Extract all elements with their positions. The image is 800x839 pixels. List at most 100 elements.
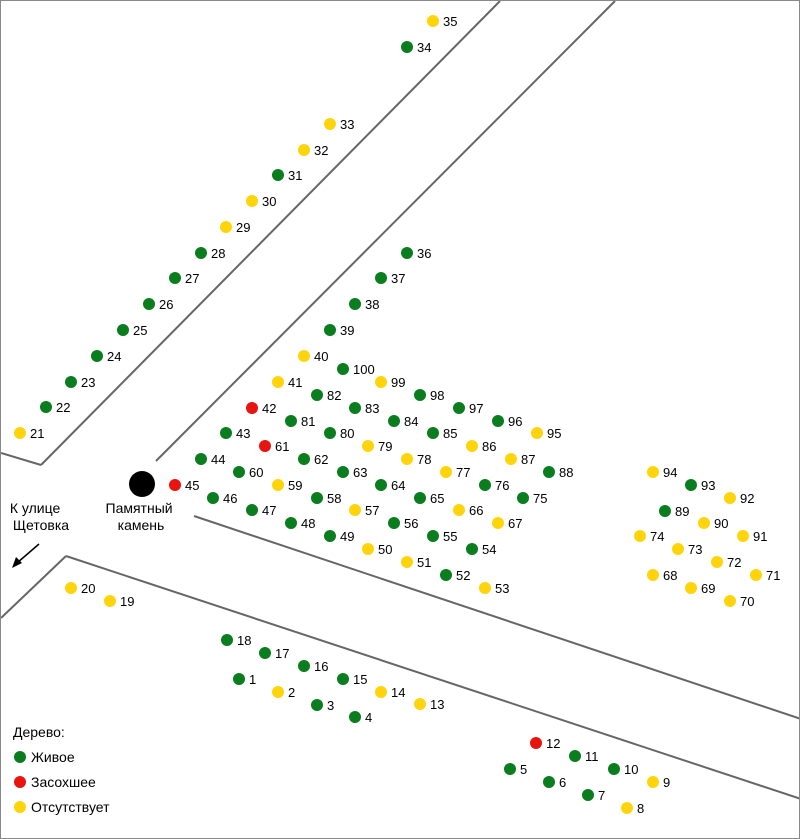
tree-marker-alive[interactable] [388,415,400,427]
tree-marker-alive[interactable] [246,504,258,516]
tree-marker-alive[interactable] [285,517,297,529]
tree-marker-missing[interactable] [401,453,413,465]
tree-marker-alive[interactable] [324,427,336,439]
tree-marker-alive[interactable] [504,763,516,775]
tree-marker-alive[interactable] [349,711,361,723]
tree-marker-alive[interactable] [272,169,284,181]
tree-marker-alive[interactable] [195,453,207,465]
tree-marker-alive[interactable] [233,466,245,478]
tree-marker-alive[interactable] [543,776,555,788]
tree-marker-alive[interactable] [582,789,594,801]
tree-marker-missing[interactable] [479,582,491,594]
tree-marker-dead[interactable] [530,737,542,749]
tree-marker-alive[interactable] [388,517,400,529]
tree-marker-missing[interactable] [104,595,116,607]
tree-marker-missing[interactable] [220,221,232,233]
tree-marker-alive[interactable] [207,492,219,504]
tree-marker-alive[interactable] [479,479,491,491]
memorial-stone-marker[interactable] [129,471,155,497]
tree-marker-missing[interactable] [724,595,736,607]
tree-marker-alive[interactable] [324,530,336,542]
tree-marker-alive[interactable] [91,350,103,362]
tree-marker-missing[interactable] [634,530,646,542]
tree-marker-alive[interactable] [466,543,478,555]
tree-marker-missing[interactable] [440,466,452,478]
tree-marker-missing[interactable] [647,776,659,788]
tree-marker-missing[interactable] [14,427,26,439]
tree-marker-missing[interactable] [298,144,310,156]
tree-marker-missing[interactable] [298,350,310,362]
tree-marker-missing[interactable] [246,195,258,207]
tree-marker-alive[interactable] [221,634,233,646]
tree-marker-alive[interactable] [259,647,271,659]
tree-marker-alive[interactable] [40,401,52,413]
tree-marker-alive[interactable] [143,298,155,310]
tree-marker-missing[interactable] [362,543,374,555]
tree-marker-alive[interactable] [440,569,452,581]
tree-marker-alive[interactable] [569,750,581,762]
tree-marker-missing[interactable] [647,466,659,478]
tree-marker-alive[interactable] [543,466,555,478]
tree-marker-alive[interactable] [401,247,413,259]
tree-marker-dead[interactable] [259,440,271,452]
tree-marker-missing[interactable] [685,582,697,594]
tree-marker-alive[interactable] [492,415,504,427]
tree-marker-missing[interactable] [65,582,77,594]
tree-marker-alive[interactable] [401,41,413,53]
tree-marker-alive[interactable] [65,376,77,388]
tree-marker-missing[interactable] [711,556,723,568]
tree-marker-alive[interactable] [298,453,310,465]
tree-marker-alive[interactable] [311,492,323,504]
tree-marker-missing[interactable] [698,517,710,529]
tree-marker-missing[interactable] [453,504,465,516]
tree-marker-missing[interactable] [427,15,439,27]
tree-marker-missing[interactable] [324,118,336,130]
tree-marker-alive[interactable] [414,389,426,401]
tree-marker-missing[interactable] [272,686,284,698]
tree-marker-missing[interactable] [724,492,736,504]
tree-marker-missing[interactable] [375,376,387,388]
tree-marker-alive[interactable] [324,324,336,336]
tree-marker-alive[interactable] [608,763,620,775]
tree-marker-alive[interactable] [311,699,323,711]
tree-marker-alive[interactable] [233,673,245,685]
tree-marker-alive[interactable] [337,363,349,375]
tree-marker-alive[interactable] [285,415,297,427]
tree-marker-alive[interactable] [311,389,323,401]
tree-marker-alive[interactable] [349,298,361,310]
tree-marker-alive[interactable] [659,505,671,517]
tree-marker-dead[interactable] [246,402,258,414]
tree-marker-alive[interactable] [375,479,387,491]
tree-marker-missing[interactable] [672,543,684,555]
tree-marker-alive[interactable] [298,660,310,672]
tree-marker-missing[interactable] [621,802,633,814]
tree-marker-missing[interactable] [750,569,762,581]
tree-marker-alive[interactable] [414,492,426,504]
tree-marker-alive[interactable] [337,673,349,685]
tree-marker-alive[interactable] [169,272,181,284]
tree-marker-alive[interactable] [220,427,232,439]
tree-marker-alive[interactable] [337,466,349,478]
tree-marker-alive[interactable] [453,402,465,414]
tree-marker-dead[interactable] [169,479,181,491]
tree-marker-alive[interactable] [685,479,697,491]
tree-marker-missing[interactable] [349,504,361,516]
tree-marker-missing[interactable] [272,479,284,491]
tree-marker-missing[interactable] [272,376,284,388]
tree-marker-missing[interactable] [362,440,374,452]
tree-marker-missing[interactable] [414,698,426,710]
tree-marker-alive[interactable] [117,324,129,336]
tree-marker-missing[interactable] [375,686,387,698]
tree-marker-missing[interactable] [492,517,504,529]
tree-marker-missing[interactable] [531,427,543,439]
tree-marker-missing[interactable] [647,569,659,581]
tree-marker-alive[interactable] [517,492,529,504]
tree-marker-alive[interactable] [375,272,387,284]
tree-marker-missing[interactable] [505,453,517,465]
tree-marker-missing[interactable] [401,556,413,568]
tree-marker-alive[interactable] [349,402,361,414]
tree-marker-alive[interactable] [427,530,439,542]
tree-marker-alive[interactable] [427,427,439,439]
tree-marker-missing[interactable] [737,530,749,542]
tree-marker-alive[interactable] [195,247,207,259]
